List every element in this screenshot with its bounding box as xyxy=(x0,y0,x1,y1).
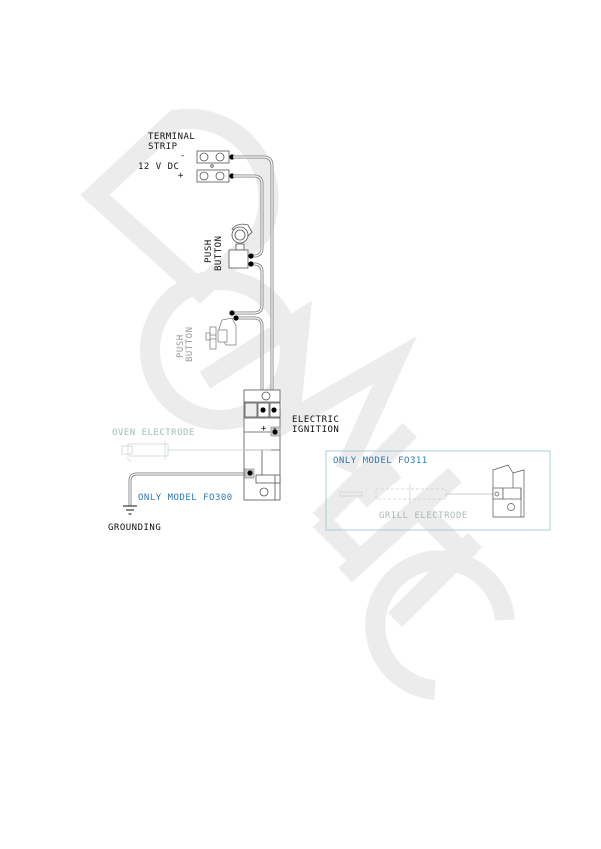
ignition-minus-label: - xyxy=(272,424,278,434)
push-button-2-label-line2: BUTTON xyxy=(185,326,195,362)
oven-electrode-drawing xyxy=(121,441,271,463)
push-button-1-label-line2: BUTTON xyxy=(214,235,224,271)
push-button-1-drawing xyxy=(228,223,253,269)
terminal-strip-label-line1: TERMINAL xyxy=(148,132,196,142)
voltage-label: 12 V DC xyxy=(138,162,180,172)
ignition-plus-label: + xyxy=(261,424,267,434)
only-model-fo311-note: ONLY MODEL FO311 xyxy=(333,456,428,466)
only-model-fo300-note: ONLY MODEL FO300 xyxy=(138,493,233,503)
grill-electrode-label: GRILL ELECTRODE xyxy=(379,511,468,521)
ground-symbol xyxy=(123,505,137,515)
oven-electrode-label: OVEN ELECTRODE xyxy=(112,428,195,438)
minus-terminal-label: - xyxy=(180,151,186,161)
plus-terminal-label: + xyxy=(178,171,184,181)
fo311-inset-frame xyxy=(325,450,551,531)
terminal-strip xyxy=(196,150,230,183)
grill-ignition-bracket xyxy=(492,464,525,518)
terminal-strip-label-line2: STRIP xyxy=(148,142,178,152)
electric-ignition-label-line2: IGNITION xyxy=(292,425,340,435)
grill-electrode-drawing xyxy=(339,484,493,504)
grounding-label: GROUNDING xyxy=(108,523,162,533)
ignition-module xyxy=(243,389,281,501)
electric-ignition-label-line1: ELECTRIC xyxy=(292,415,340,425)
push-button-2-drawing xyxy=(205,317,237,350)
